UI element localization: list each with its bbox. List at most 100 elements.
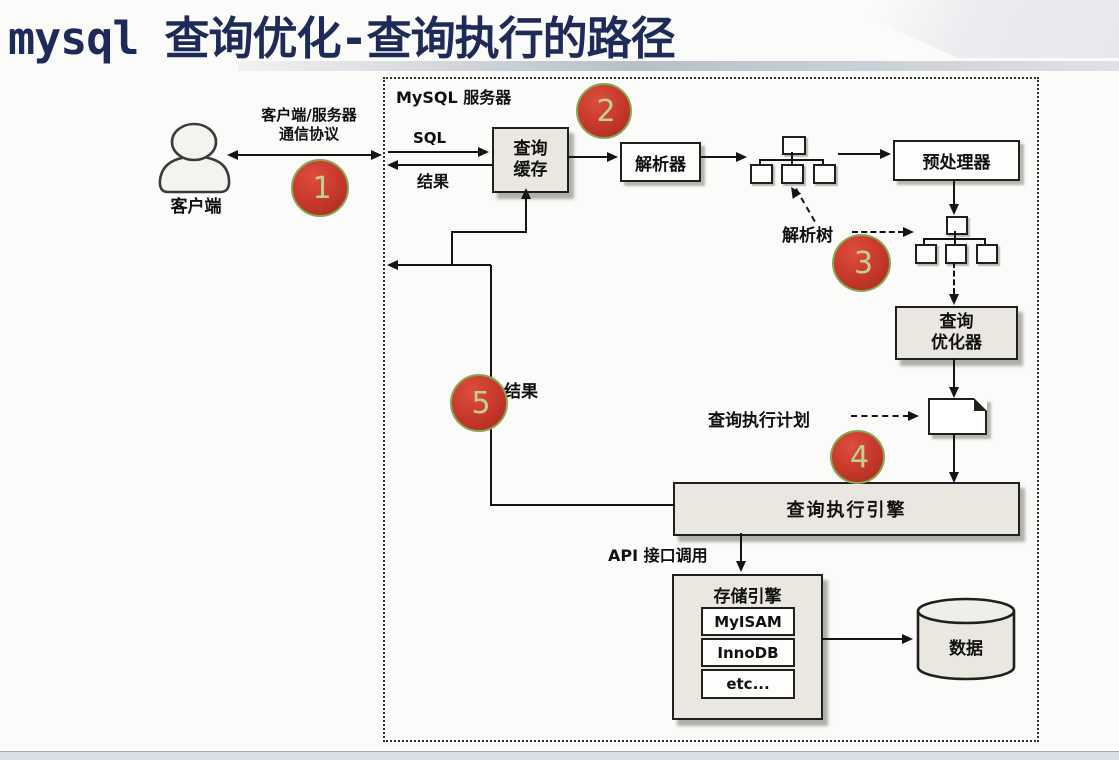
arrowhead-doc-engine <box>949 472 959 483</box>
preprocessor-box: 预处理器 <box>893 140 1020 181</box>
client-person-icon <box>158 122 231 194</box>
step-1-number: 1 <box>312 170 332 206</box>
arrowhead-return-client <box>387 260 398 270</box>
connector-preprocessor-tree2 <box>953 179 955 205</box>
parse-tree1-child <box>750 164 773 184</box>
connector-parsetree-dashed2 <box>852 231 904 233</box>
connector <box>822 159 824 165</box>
arrowhead-optimizer-doc <box>949 387 959 398</box>
connector <box>923 238 925 245</box>
parse-tree2-root <box>946 216 968 235</box>
connector-tree2-optimizer <box>953 262 955 294</box>
step-marker-2: 2 <box>576 83 632 139</box>
parse-tree2-child <box>915 244 937 264</box>
mysql-server-container <box>383 77 1039 742</box>
parse-tree1-root <box>782 136 806 155</box>
step-5-number: 5 <box>471 385 491 421</box>
preprocessor-label: 预处理器 <box>922 153 991 173</box>
arrowhead-sql <box>478 147 489 157</box>
protocol-line2: 通信协议 <box>278 125 339 143</box>
step-2-number: 2 <box>596 93 616 129</box>
step-3-number: 3 <box>853 245 874 281</box>
connector-return-bottom <box>492 504 675 506</box>
connector-storage-data <box>821 638 903 640</box>
result-top-label: 结果 <box>417 172 450 191</box>
arrowhead-parser-tree <box>736 152 747 162</box>
connector-return-toclient <box>397 264 491 266</box>
parse-tree2-child <box>976 244 998 264</box>
template-corner-deco <box>831 0 1119 58</box>
connector <box>984 238 986 245</box>
connector-return-jog-up <box>451 231 453 266</box>
parser-label: 解析器 <box>635 154 686 175</box>
connector <box>759 159 761 165</box>
data-cylinder-icon <box>916 597 1016 681</box>
query-optimizer-box: 查询 优化器 <box>895 306 1018 360</box>
parse-tree-label: 解析树 <box>782 226 833 246</box>
step-4-number: 4 <box>849 439 870 475</box>
connector-return-jog-right <box>451 231 527 233</box>
arrowhead-cache-parser <box>607 152 618 162</box>
connector <box>791 152 793 160</box>
mysql-server-label: MySQL 服务器 <box>396 88 512 107</box>
parser-box: 解析器 <box>620 142 701 182</box>
query-plan-document-icon <box>928 398 987 435</box>
arrowhead-preprocessor-tree2 <box>949 204 959 215</box>
connector-tree-preprocessor <box>838 153 882 155</box>
step-marker-4: 4 <box>830 430 885 484</box>
connector-parser-tree <box>699 156 737 158</box>
engine-innodb: InnoDB <box>701 638 795 667</box>
connector <box>791 159 793 165</box>
arrowhead-protocol-right <box>371 150 382 160</box>
connector <box>954 238 956 245</box>
arrowhead-storage-data <box>902 634 913 644</box>
connector <box>954 231 956 239</box>
execution-engine-box: 查询执行引擎 <box>673 482 1020 536</box>
engine-innodb-label: InnoDB <box>717 643 779 662</box>
client-label: 客户端 <box>170 197 222 217</box>
arrowhead-tree2-optimizer <box>949 294 959 305</box>
query-plan-label: 查询执行计划 <box>708 411 810 431</box>
connector-sql <box>388 151 480 153</box>
engine-etc: etc... <box>701 669 795 699</box>
arrowhead-protocol-left <box>227 150 238 160</box>
sql-label: SQL <box>413 129 447 147</box>
parse-tree2-child <box>945 244 967 264</box>
title-underline-deco <box>238 61 1119 71</box>
query-cache-box: 查询 缓存 <box>492 127 569 193</box>
query-cache-line1: 查询 <box>513 139 548 159</box>
connector-doc-engine <box>953 434 955 474</box>
execution-engine-label: 查询执行引擎 <box>786 500 907 521</box>
page-title: mysql 查询优化-查询执行的路径 <box>8 12 676 65</box>
api-call-label: API 接口调用 <box>608 546 708 565</box>
arrowhead-return-cache <box>521 188 531 199</box>
engine-myisam: MyISAM <box>701 607 795 636</box>
step-marker-3: 3 <box>832 234 891 292</box>
parse-tree1-child <box>781 164 804 184</box>
connector-engine-storage <box>740 533 742 563</box>
data-store-label: 数据 <box>949 639 983 659</box>
arrowhead-parsetree2 <box>903 227 914 237</box>
parse-tree1-child <box>813 164 836 184</box>
connector-protocol <box>237 154 373 156</box>
connector-optimizer-doc <box>953 358 955 389</box>
arrowhead-tree-preprocessor <box>880 149 891 159</box>
arrowhead-engine-storage <box>736 561 746 572</box>
optimizer-line2: 优化器 <box>931 333 982 353</box>
connector-result-top <box>397 164 492 166</box>
protocol-label: 客户端/服务器 通信协议 <box>234 106 384 144</box>
protocol-line1: 客户端/服务器 <box>261 106 357 124</box>
arrowhead-result-top <box>387 160 398 170</box>
arrowhead-queryplan <box>908 411 919 421</box>
storage-engine-title: 存储引擎 <box>713 587 782 607</box>
connector-queryplan-dashed <box>851 415 909 417</box>
engine-myisam-label: MyISAM <box>714 612 782 631</box>
step-marker-5: 5 <box>450 374 508 432</box>
bottom-bar <box>0 751 1119 760</box>
step-marker-1: 1 <box>291 159 349 217</box>
result-return-label: 结果 <box>504 382 538 402</box>
query-cache-line2: 缓存 <box>513 160 548 180</box>
connector-return-tocache <box>525 196 527 233</box>
optimizer-line1: 查询 <box>939 312 974 332</box>
engine-etc-label: etc... <box>726 675 770 693</box>
